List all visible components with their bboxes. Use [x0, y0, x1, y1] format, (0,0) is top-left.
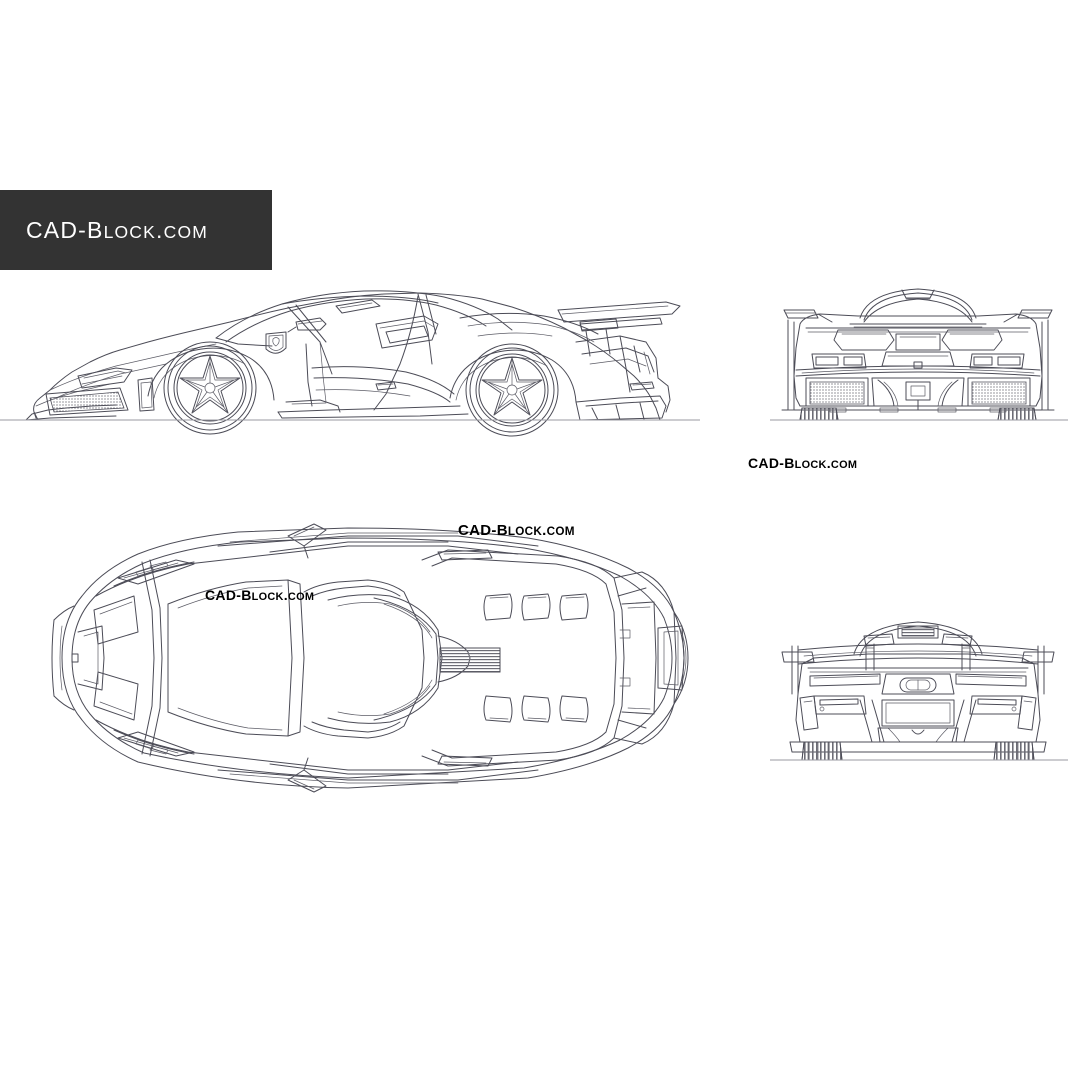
site-logo-banner: CAD-BLOCK.COM [0, 190, 272, 270]
front-mirror-right [1004, 310, 1052, 322]
engine-cover-louvres [484, 594, 588, 722]
side-mirror [288, 318, 326, 332]
rear-tyre-left [801, 742, 843, 760]
front-wheel-group [164, 342, 256, 434]
exhaust-outlet [900, 678, 936, 692]
rear-wing [558, 302, 680, 356]
front-mirror-left [784, 310, 832, 322]
ferrari-shield-badge [266, 332, 286, 353]
plan-top-view [18, 500, 714, 816]
rear-wheel-group [466, 344, 558, 436]
logo-text: CAD-BLOCK.COM [26, 216, 209, 243]
front-elevation-view [768, 278, 1068, 422]
taillight-right [956, 674, 1026, 686]
rear-tyre-right [993, 742, 1035, 760]
headlight-left [812, 354, 866, 368]
front-tyre-left [799, 408, 839, 420]
rear-license-plate [882, 700, 954, 726]
taillight-left [810, 674, 880, 686]
side-elevation-view [0, 272, 700, 424]
front-tyre-right [997, 408, 1037, 420]
top-rear-wing [614, 572, 684, 744]
top-view-watermark-left: CAD-BLOCK.COM [205, 587, 315, 603]
top-view-watermark-right: CAD-BLOCK.COM [458, 522, 575, 539]
headlight-right [970, 354, 1024, 368]
rear-wing-back [782, 644, 1054, 694]
license-plate [906, 382, 930, 410]
front-view-watermark: CAD-BLOCK.COM [748, 455, 858, 471]
rear-elevation-view [768, 608, 1068, 772]
